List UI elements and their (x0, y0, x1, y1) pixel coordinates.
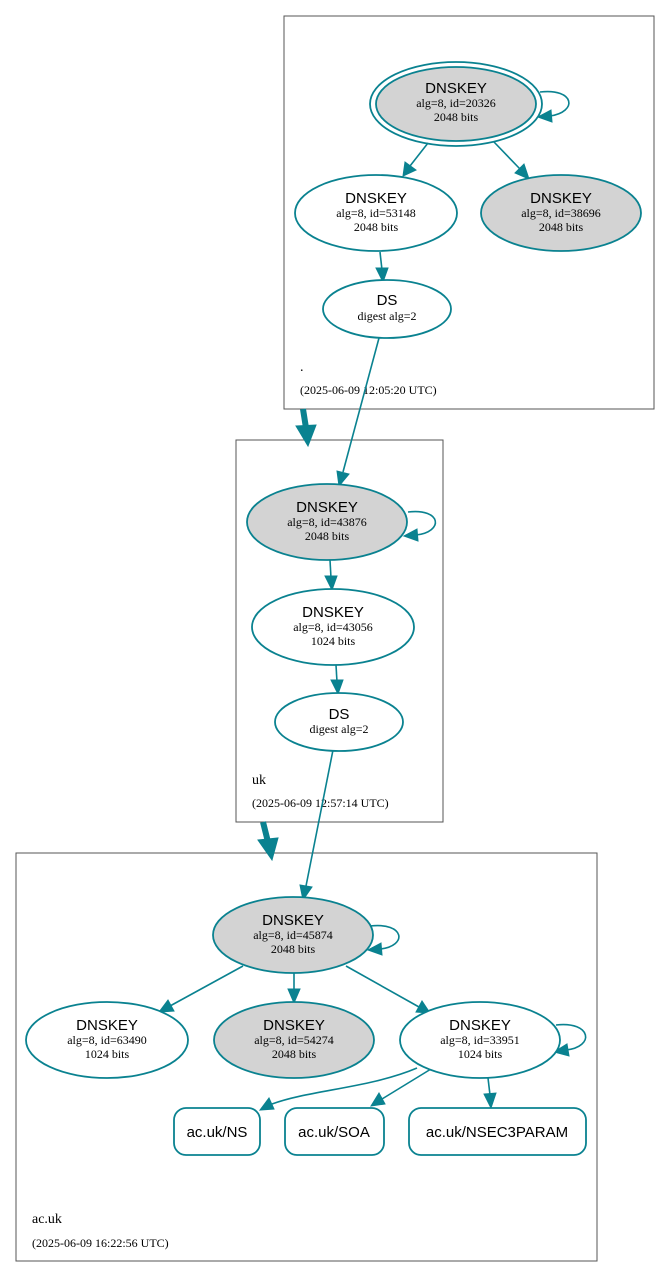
node-acuk-zsk-detail: alg=8, id=33951 (440, 1033, 520, 1047)
node-acuk-ksk-size: 2048 bits (271, 942, 316, 956)
node-uk-ksk-title: DNSKEY (296, 499, 358, 516)
zone-acuk-name: ac.uk (32, 1212, 62, 1227)
node-root-ksk[interactable]: DNSKEY alg=8, id=20326 2048 bits (369, 61, 543, 147)
zone-uk-box (235, 439, 444, 823)
rrset-soa[interactable]: ac.uk/SOA (284, 1107, 385, 1156)
node-acuk-k1[interactable]: DNSKEY alg=8, id=63490 1024 bits (25, 1001, 189, 1079)
edge-uk-ds-to-acuk-ksk (299, 749, 334, 902)
zone-acuk-box (15, 852, 598, 1262)
edge-root-zsk-to-ds (375, 251, 389, 284)
node-acuk-ksk-title: DNSKEY (262, 912, 324, 929)
zone-uk-name: uk (252, 773, 266, 788)
node-uk-ksk-size: 2048 bits (305, 529, 350, 543)
edge-uk-zsk-to-ds (330, 664, 344, 696)
node-uk-ksk[interactable]: DNSKEY alg=8, id=43876 2048 bits (246, 483, 408, 561)
node-root-k2-size: 2048 bits (539, 220, 584, 234)
node-acuk-ksk-detail: alg=8, id=45874 (253, 928, 333, 942)
node-root-ds-title: DS (377, 292, 398, 309)
node-acuk-k2-detail: alg=8, id=54274 (254, 1033, 334, 1047)
node-uk-zsk-detail: alg=8, id=43056 (293, 620, 373, 634)
delegation-arrow-uk-acuk (257, 821, 279, 862)
node-acuk-ksk[interactable]: DNSKEY alg=8, id=45874 2048 bits (212, 896, 374, 974)
node-acuk-k1-size: 1024 bits (85, 1047, 130, 1061)
zone-root-name: . (300, 360, 304, 375)
edge-root-ksk-self (536, 90, 570, 123)
edge-acuk-ksk-to-zsk (345, 965, 431, 1014)
zone-root-box (283, 15, 655, 410)
edge-acuk-ksk-self (366, 924, 400, 956)
node-root-zsk-size: 2048 bits (354, 220, 399, 234)
edge-acuk-zsk-to-soa (370, 1068, 432, 1107)
node-acuk-k2-size: 2048 bits (272, 1047, 317, 1061)
rrset-nsec3param-label: ac.uk/NSEC3PARAM (426, 1124, 568, 1141)
rrset-soa-label: ac.uk/SOA (298, 1124, 370, 1141)
node-root-k2[interactable]: DNSKEY alg=8, id=38696 2048 bits (480, 174, 642, 252)
edge-root-ksk-to-zsk (402, 142, 429, 177)
zone-acuk-timestamp: (2025-06-09 16:22:56 UTC) (32, 1236, 169, 1250)
edge-acuk-zsk-self (552, 1023, 587, 1057)
edge-root-ds-to-uk-ksk (336, 337, 380, 488)
node-uk-zsk[interactable]: DNSKEY alg=8, id=43056 1024 bits (251, 588, 415, 666)
node-acuk-k1-title: DNSKEY (76, 1017, 138, 1034)
node-root-k2-detail: alg=8, id=38696 (521, 206, 601, 220)
node-uk-zsk-title: DNSKEY (302, 604, 364, 621)
node-root-ksk-size: 2048 bits (434, 110, 479, 124)
node-acuk-k1-detail: alg=8, id=63490 (67, 1033, 147, 1047)
node-uk-zsk-size: 1024 bits (311, 634, 356, 648)
node-root-zsk-detail: alg=8, id=53148 (336, 206, 416, 220)
node-root-ds[interactable]: DS digest alg=2 (322, 279, 452, 339)
rrset-ns-label: ac.uk/NS (187, 1124, 248, 1141)
edge-acuk-ksk-to-k2 (287, 973, 301, 1005)
node-acuk-k2-title: DNSKEY (263, 1017, 325, 1034)
node-uk-ds[interactable]: DS digest alg=2 (274, 692, 404, 752)
node-uk-ksk-detail: alg=8, id=43876 (287, 515, 367, 529)
edge-acuk-zsk-to-ns (258, 1067, 418, 1111)
node-acuk-zsk-title: DNSKEY (449, 1017, 511, 1034)
node-acuk-zsk[interactable]: DNSKEY alg=8, id=33951 1024 bits (399, 1001, 561, 1079)
edge-acuk-zsk-to-nsec3param (483, 1077, 497, 1110)
node-uk-ds-detail: digest alg=2 (309, 722, 368, 736)
rrset-ns[interactable]: ac.uk/NS (173, 1107, 261, 1156)
node-root-ksk-title: DNSKEY (425, 80, 487, 97)
delegation-arrow-root-uk (295, 408, 317, 448)
node-root-ksk-detail: alg=8, id=20326 (416, 96, 496, 110)
zone-root-timestamp: (2025-06-09 12:05:20 UTC) (300, 383, 437, 397)
node-root-ds-detail: digest alg=2 (357, 309, 416, 323)
node-root-zsk-title: DNSKEY (345, 190, 407, 207)
node-root-zsk[interactable]: DNSKEY alg=8, id=53148 2048 bits (294, 174, 458, 252)
node-acuk-k2[interactable]: DNSKEY alg=8, id=54274 2048 bits (213, 1001, 375, 1079)
node-root-k2-title: DNSKEY (530, 190, 592, 207)
edge-uk-ksk-to-zsk (324, 559, 338, 592)
edge-uk-ksk-self (402, 510, 437, 542)
rrset-nsec3param[interactable]: ac.uk/NSEC3PARAM (408, 1107, 587, 1156)
edge-acuk-ksk-to-k1 (157, 965, 244, 1013)
node-acuk-zsk-size: 1024 bits (458, 1047, 503, 1061)
node-uk-ds-title: DS (329, 706, 350, 723)
edge-root-ksk-to-k2 (493, 141, 530, 180)
zone-uk-timestamp: (2025-06-09 12:57:14 UTC) (252, 796, 389, 810)
